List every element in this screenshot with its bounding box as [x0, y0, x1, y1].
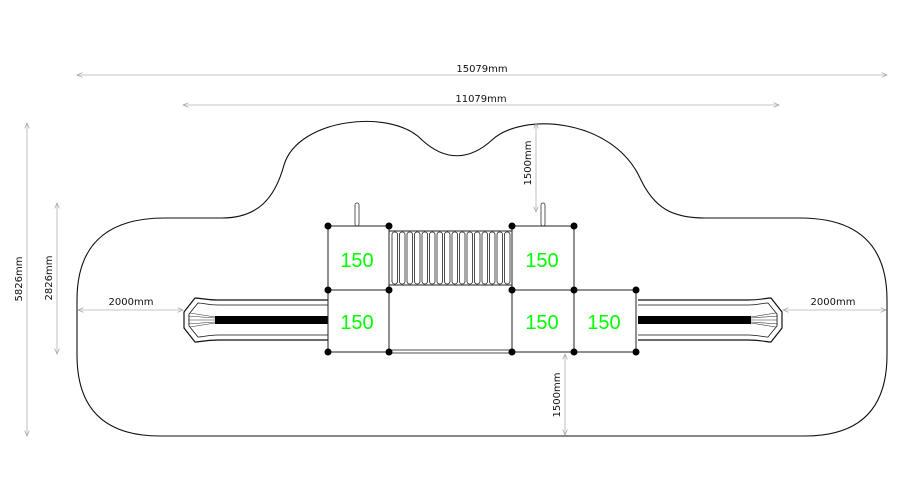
tunnel-ring — [474, 231, 481, 285]
overall-length-label: 15079mm — [456, 64, 507, 75]
bottom-clearance-label: 1500mm — [552, 373, 563, 418]
joint-dot — [632, 348, 640, 356]
platform-label: 150 — [525, 250, 558, 272]
right-clearance-label: 2000mm — [811, 297, 856, 308]
tunnel-ring — [496, 231, 503, 285]
platform-far-right — [573, 289, 637, 353]
bridge-bar — [388, 349, 513, 354]
platform-label: 150 — [340, 312, 373, 334]
tunnel-ring — [414, 231, 421, 285]
joint-dot — [508, 222, 516, 230]
joint-dot — [570, 222, 578, 230]
left-post — [354, 202, 360, 227]
right-post — [540, 202, 546, 227]
joint-dot — [508, 286, 516, 294]
crawl-tunnel — [388, 230, 513, 286]
joint-dot — [385, 348, 393, 356]
joint-dot — [570, 348, 578, 356]
joint-dot — [324, 286, 332, 294]
platform-label: 150 — [340, 250, 373, 272]
tunnel-ring — [429, 231, 436, 285]
inner-length-label: 11079mm — [455, 94, 506, 105]
overall-width-label: 5826mm — [14, 257, 25, 302]
platform-bottom-right — [511, 289, 575, 353]
platform-label: 150 — [587, 312, 620, 334]
joint-dot — [385, 286, 393, 294]
inner-width-label: 2826mm — [44, 256, 55, 301]
left-clearance-label: 2000mm — [109, 297, 154, 308]
tunnel-ring — [444, 231, 451, 285]
tunnel-ring — [436, 231, 443, 285]
tunnel-ring — [481, 231, 488, 285]
tunnel-ring — [451, 231, 458, 285]
tunnel-ring — [406, 231, 413, 285]
joint-dot — [324, 348, 332, 356]
joint-dot — [508, 348, 516, 356]
platform-label: 150 — [525, 312, 558, 334]
platform-bottom-left — [327, 289, 390, 353]
tunnel-ring — [504, 231, 511, 285]
joint-dot — [324, 222, 332, 230]
tunnel-ring — [459, 231, 466, 285]
joint-dot — [570, 286, 578, 294]
tunnel-ring — [391, 231, 398, 285]
tunnel-ring — [421, 231, 428, 285]
right-slide — [638, 297, 783, 343]
tunnel-ring — [466, 231, 473, 285]
joint-dot — [385, 222, 393, 230]
joint-dot — [632, 286, 640, 294]
tunnel-ring — [489, 231, 496, 285]
left-slide — [183, 297, 328, 343]
frame-joints — [324, 222, 640, 356]
tunnel-ring — [399, 231, 406, 285]
safety-zone-outline — [76, 121, 888, 437]
top-clearance-label: 1500mm — [523, 141, 534, 186]
